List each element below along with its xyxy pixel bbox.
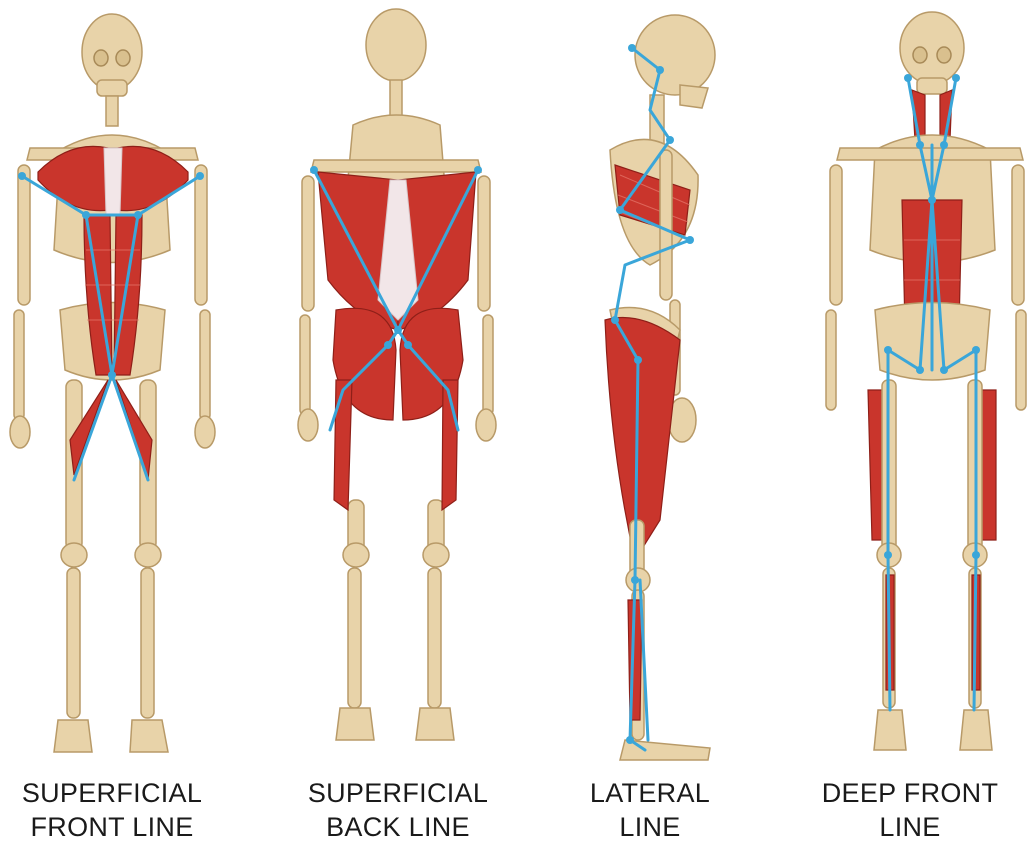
caption-deep-front-line: DEEP FRONT LINE [790, 776, 1030, 844]
caption-line-1: LATERAL [530, 776, 770, 810]
skeleton-side-view [530, 0, 770, 770]
lateral-line-figure [530, 0, 770, 770]
caption-superficial-front-line: SUPERFICIAL FRONT LINE [0, 776, 232, 844]
deep-front-line-figure [790, 0, 1030, 770]
superficial-front-line-figure [0, 0, 240, 770]
caption-line-2: FRONT LINE [0, 810, 232, 844]
caption-line-2: BACK LINE [278, 810, 518, 844]
caption-line-2: LINE [790, 810, 1030, 844]
skeleton-front-view-deep [790, 0, 1030, 770]
superficial-back-line-figure [278, 0, 518, 770]
caption-line-1: DEEP FRONT [790, 776, 1030, 810]
caption-line-1: SUPERFICIAL [0, 776, 232, 810]
caption-line-2: LINE [530, 810, 770, 844]
skeleton-front-view [0, 0, 240, 770]
skeleton-back-view [278, 0, 518, 770]
caption-lateral-line: LATERAL LINE [530, 776, 770, 844]
caption-superficial-back-line: SUPERFICIAL BACK LINE [278, 776, 518, 844]
caption-line-1: SUPERFICIAL [278, 776, 518, 810]
